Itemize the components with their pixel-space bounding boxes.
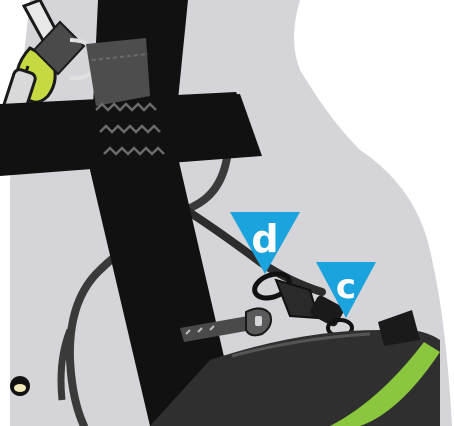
marker-d-label: d xyxy=(251,217,278,261)
marker-c-label: c xyxy=(336,267,356,307)
shoulder-strap-grey xyxy=(86,38,150,106)
small-badge-icon xyxy=(10,376,30,396)
